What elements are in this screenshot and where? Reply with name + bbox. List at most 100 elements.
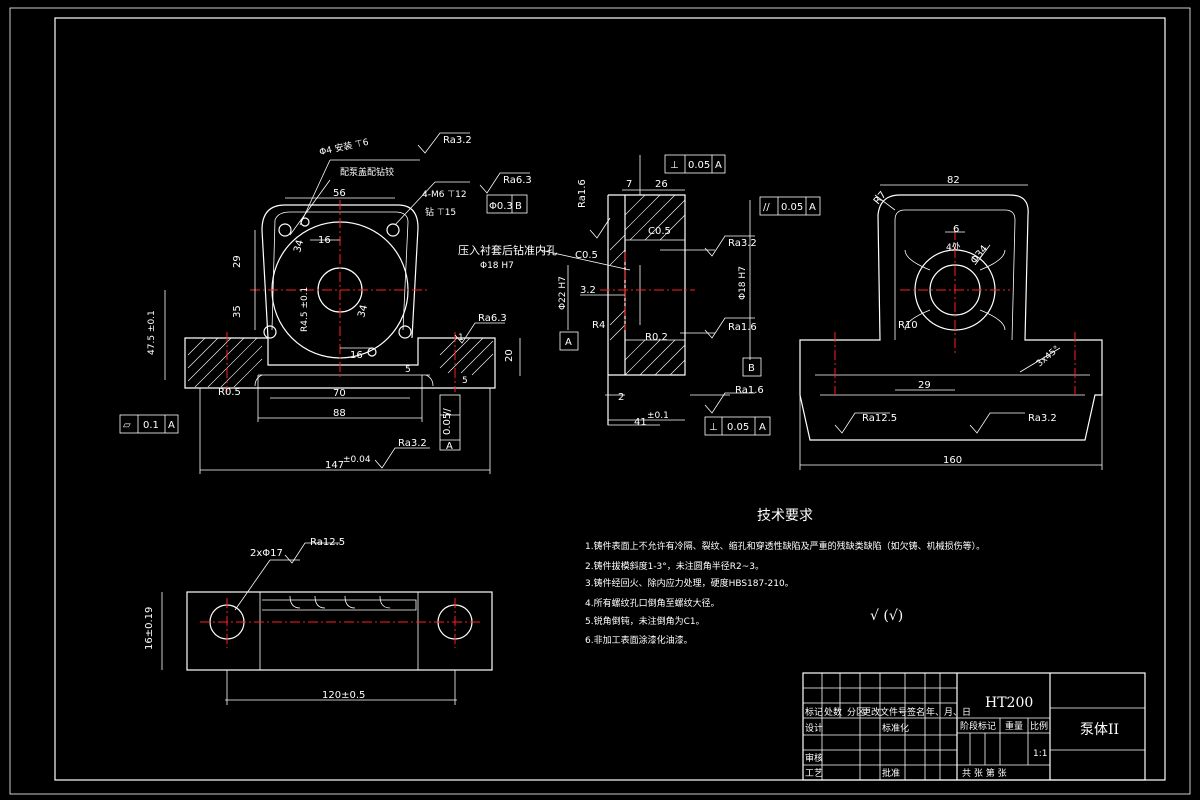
- tb-weight: 重量: [1005, 720, 1023, 732]
- side-view: 82 R7 6 4处 Φ34 R10 29 3x45° Ra12.5 Ra3.2…: [799, 175, 1103, 470]
- dim-29: 29: [232, 255, 243, 268]
- inner-frame: [54, 17, 1166, 781]
- tb-standardization: 标准化: [882, 722, 909, 734]
- tech-item-3: 3.铸件经回火、除内应力处理，硬度HBS187-210。: [585, 577, 794, 589]
- part-name: 泵体II: [1080, 722, 1119, 738]
- dim-16b: 16: [350, 350, 363, 361]
- ra-bottom-view: Ra12.5: [310, 537, 345, 548]
- callout-hole: Φ4 安装 ⊤6: [318, 136, 370, 158]
- tol-par-datum: A: [446, 441, 453, 452]
- tol-par-val: 0.05: [442, 413, 453, 435]
- dim-c05a: C0.5: [648, 226, 671, 237]
- dim-c05b: C0.5: [575, 250, 598, 261]
- dim-r10: R10: [898, 320, 918, 331]
- tol-bottom-datum: A: [759, 422, 766, 433]
- bottom-view: 2xΦ17 Ra12.5 16±0.19 120±0.5: [144, 537, 493, 705]
- tb-stage-mark: 阶段标记: [960, 720, 996, 732]
- dim-41-tol: ±0.1: [647, 411, 669, 421]
- dim-r4: R4: [592, 320, 605, 331]
- dim-160: 160: [943, 455, 962, 466]
- ra-right2: Ra6.3: [478, 313, 507, 324]
- tol-perp-val: 0.05: [688, 160, 710, 171]
- tb-label-count: 处数: [824, 706, 842, 718]
- tb-process: 工艺: [805, 768, 823, 779]
- dim-r05: R0.5: [218, 387, 241, 398]
- tech-item-4: 4.所有螺纹孔口倒角至螺纹大径。: [585, 597, 720, 609]
- dim-phi22: Φ22 H7: [558, 276, 568, 310]
- ra-section-left: Ra1.6: [577, 179, 588, 208]
- tol-flat-sym: ⏥: [123, 420, 131, 431]
- ra-section-16b: Ra1.6: [735, 385, 764, 396]
- dim-32: 3.2: [580, 285, 596, 296]
- tech-requirements: 技术要求 1.铸件表面上不允许有冷隔、裂纹、缩孔和穿透性缺陷及严重的残缺类缺陷（…: [585, 508, 985, 646]
- ra-side-32: Ra3.2: [1028, 413, 1057, 424]
- tol-par2-datum: A: [809, 202, 816, 213]
- tech-item-5: 5.锐角倒钝，未注倒角为C1。: [585, 615, 705, 627]
- dim-147: 147: [325, 460, 344, 471]
- ra-bottom: Ra3.2: [398, 438, 427, 449]
- dim-16-bottom: 16±0.19: [144, 607, 155, 650]
- dim-5b: 5: [462, 376, 468, 386]
- tb-approve: 批准: [882, 767, 900, 779]
- tb-total-sheets: 共 张 第 张: [962, 767, 1007, 779]
- roughness-symbol: √ (√): [870, 608, 903, 624]
- tol-position-datum: B: [515, 201, 522, 212]
- dim-20: 20: [504, 349, 515, 362]
- tb-label-sign: 签名: [907, 706, 925, 718]
- ra-side-125: Ra12.5: [862, 413, 897, 424]
- tb-label-mark: 标记: [805, 706, 823, 718]
- outer-frame: [9, 7, 1191, 795]
- tol-bottom-sym: ⊥: [709, 422, 718, 433]
- tb-design: 设计: [805, 722, 823, 734]
- dim-147-tol: ±0.04: [343, 455, 371, 465]
- tb-label-change: 更改文件号: [862, 706, 907, 718]
- callout-hole-note: 配泵盖配钻铰: [340, 166, 394, 178]
- dim-7: 7: [626, 179, 632, 190]
- note-press: 压入衬套后钻准内孔: [458, 243, 557, 257]
- dim-4holes: 4处: [946, 241, 961, 253]
- scale: 1:1: [1033, 749, 1047, 759]
- tol-par2-val: 0.05: [781, 202, 803, 213]
- dim-6: 6: [953, 224, 959, 235]
- tb-review: 审核: [805, 752, 823, 764]
- dim-5a: 5: [405, 365, 411, 375]
- datum-a: A: [565, 337, 572, 348]
- callout-thread: 4-M6 ⊤12: [422, 190, 467, 200]
- section-view: ⊥ 0.05 A // 0.05 A Ra1.6 7 26 C0.5 C0.5 …: [458, 154, 821, 436]
- dim-34a: 34: [292, 239, 306, 254]
- tol-bottom-val: 0.05: [727, 422, 749, 433]
- tb-ratio: 比例: [1030, 720, 1048, 732]
- note-press-sub: Φ18 H7: [480, 261, 514, 271]
- dim-2: 2: [618, 392, 624, 403]
- dim-3x45: 3x45°: [1035, 344, 1062, 369]
- tol-par2-sym: //: [763, 202, 770, 213]
- dim-35: 35: [232, 305, 243, 318]
- dim-120: 120±0.5: [322, 690, 365, 701]
- ra-right1: Ra6.3: [503, 175, 532, 186]
- ra-top: Ra3.2: [443, 135, 472, 146]
- callout-2xphi17: 2xΦ17: [250, 548, 283, 559]
- dim-26: 26: [655, 179, 668, 190]
- tech-title: 技术要求: [757, 508, 813, 524]
- dim-70: 70: [333, 388, 346, 399]
- tb-label-date: 年、月、日: [926, 706, 971, 718]
- ra-section-16a: Ra1.6: [728, 322, 757, 333]
- dim-34b: 34: [356, 304, 370, 319]
- title-block: HT200 泵体II 1:1 标记 处数 分区 更改文件号 签名 年、月、日 设…: [802, 672, 1146, 781]
- tech-item-6: 6.非加工表面涂漆化油漆。: [585, 634, 693, 646]
- datum-b: B: [748, 363, 755, 374]
- tb-label-zone: 分区: [847, 707, 865, 718]
- dim-r02: R0.2: [645, 332, 668, 343]
- material: HT200: [985, 695, 1033, 711]
- tech-item-2: 2.铸件拔模斜度1-3°，未注圆角半径R2~3。: [585, 560, 764, 572]
- tol-par-sym: //: [442, 408, 453, 415]
- callout-drill: 钻 ⊤15: [425, 206, 456, 218]
- dim-phi18: Φ18 H7: [738, 266, 748, 300]
- ra-section-32: Ra3.2: [728, 238, 757, 249]
- dim-16a: 16: [318, 235, 331, 246]
- front-view: Φ4 安装 ⊤6 配泵盖配钻铰 Ra3.2 Ra6.3 4-M6 ⊤12 钻 ⊤…: [119, 132, 532, 474]
- dim-88: 88: [333, 408, 346, 419]
- tech-item-1: 1.铸件表面上不允许有冷隔、裂纹、缩孔和穿透性缺陷及严重的残缺类缺陷（如欠铸、机…: [585, 540, 985, 552]
- dim-82: 82: [947, 175, 960, 186]
